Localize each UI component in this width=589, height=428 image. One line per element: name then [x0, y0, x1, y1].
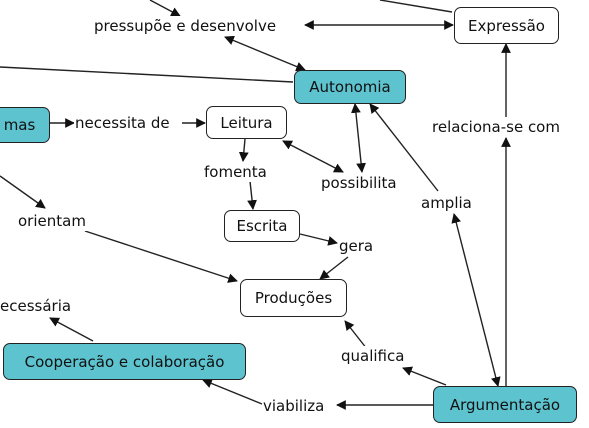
link-pressupoe-e-desenvolve: pressupõe e desenvolve	[93, 16, 278, 36]
edge-argumentacao-qualifica	[402, 366, 447, 386]
concept-leitura[interactable]: Leitura	[206, 106, 287, 139]
edge-top-offscreen-to-expressao	[379, 0, 453, 13]
edge-pressupoe-autonomia	[224, 35, 306, 72]
link-viabiliza: viabiliza	[262, 396, 326, 416]
concept-temas[interactable]: mas	[0, 107, 50, 143]
edge-amplia-argumentacao	[451, 213, 501, 387]
link-orientam: orientam	[17, 211, 87, 231]
edge-gera-producoes	[319, 256, 349, 280]
edge-fomenta-escrita	[247, 180, 257, 210]
edge-cooperacao-necessaria	[49, 317, 94, 342]
edge-qualifica-producoes	[344, 320, 368, 350]
concept-argumentacao[interactable]: Argumentação	[433, 386, 577, 423]
edge-autonomia-possibilita	[351, 103, 366, 173]
edge-viabiliza-cooperacao	[202, 378, 263, 405]
edge-offscreen-to-orientam	[0, 175, 46, 209]
link-fomenta: fomenta	[203, 162, 268, 182]
link-amplia: amplia	[420, 193, 473, 213]
edge-orientam-producoes	[84, 230, 238, 283]
link-gera: gera	[338, 236, 375, 256]
link-qualifica: qualifica	[340, 346, 406, 366]
concept-expressao[interactable]: Expressão	[454, 7, 559, 44]
edge-leitura-possibilita	[282, 140, 344, 173]
concept-autonomia[interactable]: Autonomia	[294, 70, 406, 104]
edge-escrita-gera	[299, 233, 338, 246]
concept-cooperacao-e-colaboracao[interactable]: Cooperação e colaboração	[3, 343, 246, 380]
link-necessaria: ecessária	[0, 296, 73, 316]
concept-producoes[interactable]: Produções	[240, 279, 347, 317]
link-possibilita: possibilita	[320, 173, 398, 193]
edge-autonomia-amplia	[369, 103, 439, 192]
link-relaciona-se-com: relaciona-se com	[431, 117, 561, 137]
concept-escrita[interactable]: Escrita	[224, 210, 300, 242]
link-necessita-de: necessita de	[74, 113, 171, 133]
edge-offscreen-to-autonomia	[0, 66, 294, 83]
edge-top-offscreen-to-pressupoe	[149, 0, 181, 17]
edge-leitura-fomenta	[238, 138, 249, 162]
